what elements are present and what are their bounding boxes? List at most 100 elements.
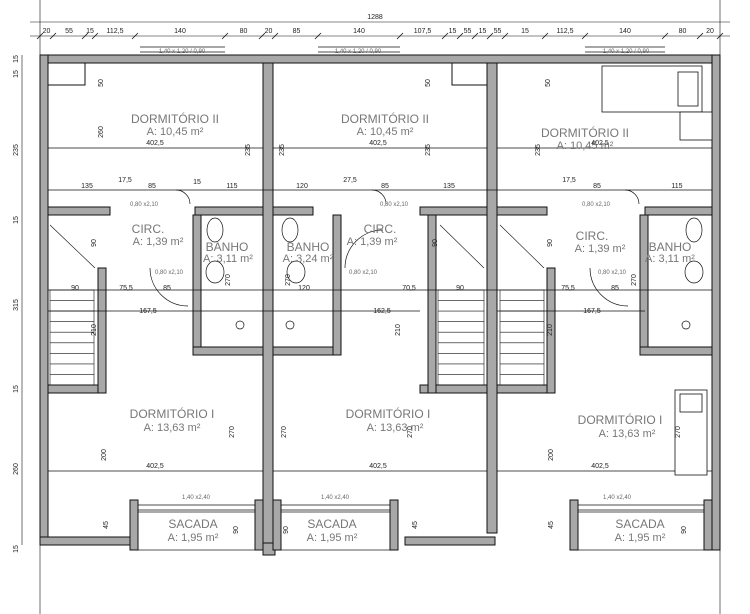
door-label-f: 0,80 x2,10 bbox=[598, 270, 627, 276]
closet-box-1 bbox=[47, 62, 86, 86]
sacada-wall-3 bbox=[272, 499, 282, 551]
vertical-dim-label: 270 bbox=[281, 426, 288, 438]
vertical-dim-label: 90 bbox=[283, 526, 290, 534]
sink-2 bbox=[286, 260, 306, 284]
room-labels: DORMITÓRIO II A: 10,45 m² DORMITÓRIO II … bbox=[130, 111, 696, 544]
area-dormitorio1-b: A: 13,63 m² bbox=[367, 422, 424, 434]
door-swings bbox=[149, 189, 640, 307]
vertical-dim-label: 270 bbox=[229, 426, 236, 438]
dim-402-b: 402,5 bbox=[369, 140, 387, 147]
bedroom1-top-wall-a bbox=[47, 384, 99, 394]
window-label-c: 1,40 x 1,20 / 0,90 bbox=[603, 49, 650, 55]
left-dim-label: 260 bbox=[13, 463, 20, 475]
left-dim-label: 15 bbox=[13, 216, 20, 224]
dim-402-a: 402,5 bbox=[146, 140, 164, 147]
bedroom2-bottom-wall-a bbox=[47, 206, 111, 216]
dim-17-a: 17,5 bbox=[118, 177, 132, 184]
dim-162-a: 162,5 bbox=[373, 308, 391, 315]
sacada-wall-1 bbox=[129, 499, 139, 551]
bath-wall-1 bbox=[192, 214, 202, 356]
door-label-b: 0,80 x2,10 bbox=[380, 202, 409, 208]
door-label-c: 0,80 x2,10 bbox=[582, 202, 611, 208]
vertical-dim-label: 235 bbox=[279, 144, 286, 156]
bath-wall-3 bbox=[272, 346, 342, 356]
area-banho-b: A: 3,24 m² bbox=[283, 253, 334, 265]
left-dim-label: 15 bbox=[13, 70, 20, 78]
balcony-door-label-c: 1,40 x2,40 bbox=[603, 495, 632, 501]
top-dim-label: 20 bbox=[265, 28, 273, 35]
dim-167-b: 167,5 bbox=[583, 308, 601, 315]
vertical-dim-label: 50 bbox=[425, 79, 432, 87]
room-dormitorio1-a: DORMITÓRIO I bbox=[130, 406, 215, 421]
room-banho-b: BANHO bbox=[287, 240, 330, 254]
stairs bbox=[49, 224, 545, 386]
top-dim-label: 140 bbox=[353, 28, 365, 35]
bottom-wall-1 bbox=[39, 536, 133, 546]
furniture bbox=[601, 65, 713, 476]
dim-167-a: 167,5 bbox=[139, 308, 157, 315]
drain-2 bbox=[285, 320, 295, 330]
vertical-dim-label: 45 bbox=[412, 521, 419, 529]
left-dim-label: 15 bbox=[13, 55, 20, 63]
dim-402-f: 402,5 bbox=[591, 463, 609, 470]
room-dormitorio2-a: DORMITÓRIO II bbox=[131, 111, 219, 126]
bedroom2-bottom-wall-d bbox=[419, 206, 488, 216]
dim-135-b: 135 bbox=[443, 183, 455, 190]
bath-fixtures bbox=[205, 217, 704, 330]
top-dim-label: 85 bbox=[293, 28, 301, 35]
window-label-b: 1,40 x 1,20 / 0,90 bbox=[335, 49, 382, 55]
bedroom2-bottom-wall-b bbox=[194, 206, 264, 216]
bedroom2-bottom-wall-f bbox=[644, 206, 713, 216]
walls bbox=[39, 54, 721, 556]
vertical-dim-label: 90 bbox=[432, 239, 439, 247]
balcony-door-label-b: 1,40 x2,40 bbox=[321, 495, 350, 501]
dim-90-a: 90 bbox=[71, 285, 79, 292]
vertical-dim-label: 270 bbox=[407, 426, 414, 438]
room-sacada-c: SACADA bbox=[615, 517, 664, 531]
vertical-dim-label: 200 bbox=[101, 449, 108, 461]
vertical-dim-label: 45 bbox=[103, 521, 110, 529]
sacada-wall-6 bbox=[703, 499, 713, 551]
area-circ-b: A: 1,39 m² bbox=[347, 236, 398, 248]
vertical-dim-label: 50 bbox=[545, 79, 552, 87]
area-banho-c: A: 3,11 m² bbox=[645, 253, 695, 265]
drain-3 bbox=[681, 320, 691, 330]
dim-85-c: 85 bbox=[593, 183, 601, 190]
top-dim-label: 107,5 bbox=[414, 28, 432, 35]
area-dormitorio2-b: A: 10,45 m² bbox=[357, 126, 414, 138]
top-dim-label: 55 bbox=[464, 28, 472, 35]
vertical-dim-label: 260 bbox=[98, 126, 105, 138]
room-banho-a: BANHO bbox=[206, 240, 249, 254]
bedroom2-bottom-wall-e bbox=[496, 206, 548, 216]
wardrobe-2 bbox=[679, 111, 713, 141]
door-label-e: 0,80 x2,10 bbox=[349, 270, 378, 276]
bath-wall-2 bbox=[192, 346, 264, 356]
dim-85-a: 85 bbox=[148, 183, 156, 190]
interior-dimensions: 402,5 402,5 402,5 402,5 402,5 402,5 135 … bbox=[71, 140, 683, 470]
window-lines bbox=[48, 46, 712, 551]
vertical-dim-label: 50 bbox=[98, 79, 105, 87]
room-dormitorio2-c: DORMITÓRIO II bbox=[541, 125, 629, 140]
dim-85-e: 85 bbox=[611, 285, 619, 292]
vertical-dim-label: 200 bbox=[548, 449, 555, 461]
vertical-dim-label: 235 bbox=[535, 144, 542, 156]
dim-135-a: 135 bbox=[81, 183, 93, 190]
sacada-wall-4 bbox=[389, 499, 399, 551]
dim-402-c: 402,5 bbox=[591, 140, 609, 147]
area-sacada-a: A: 1,95 m² bbox=[168, 532, 219, 544]
room-dormitorio1-b: DORMITÓRIO I bbox=[346, 406, 431, 421]
room-circ-a: CIRC. bbox=[132, 222, 165, 236]
dim-75-a: 75,5 bbox=[119, 285, 133, 292]
dim-120-a: 120 bbox=[296, 183, 308, 190]
opening-labels: 1,40 x 1,20 / 0,90 1,40 x 1,20 / 0,90 1,… bbox=[130, 49, 650, 501]
dim-115-b: 115 bbox=[671, 183, 682, 190]
dim-70-a: 70,5 bbox=[402, 285, 416, 292]
dim-17-b: 17,5 bbox=[562, 177, 576, 184]
overall-dimension: 1288 bbox=[367, 14, 383, 21]
area-circ-c: A: 1,39 m² bbox=[575, 243, 626, 255]
room-sacada-a: SACADA bbox=[168, 517, 217, 531]
vertical-dim-label: 210 bbox=[547, 324, 554, 336]
sacada-wall-5 bbox=[569, 499, 579, 551]
area-dormitorio2-c: A: 10,45 m² bbox=[557, 140, 614, 152]
